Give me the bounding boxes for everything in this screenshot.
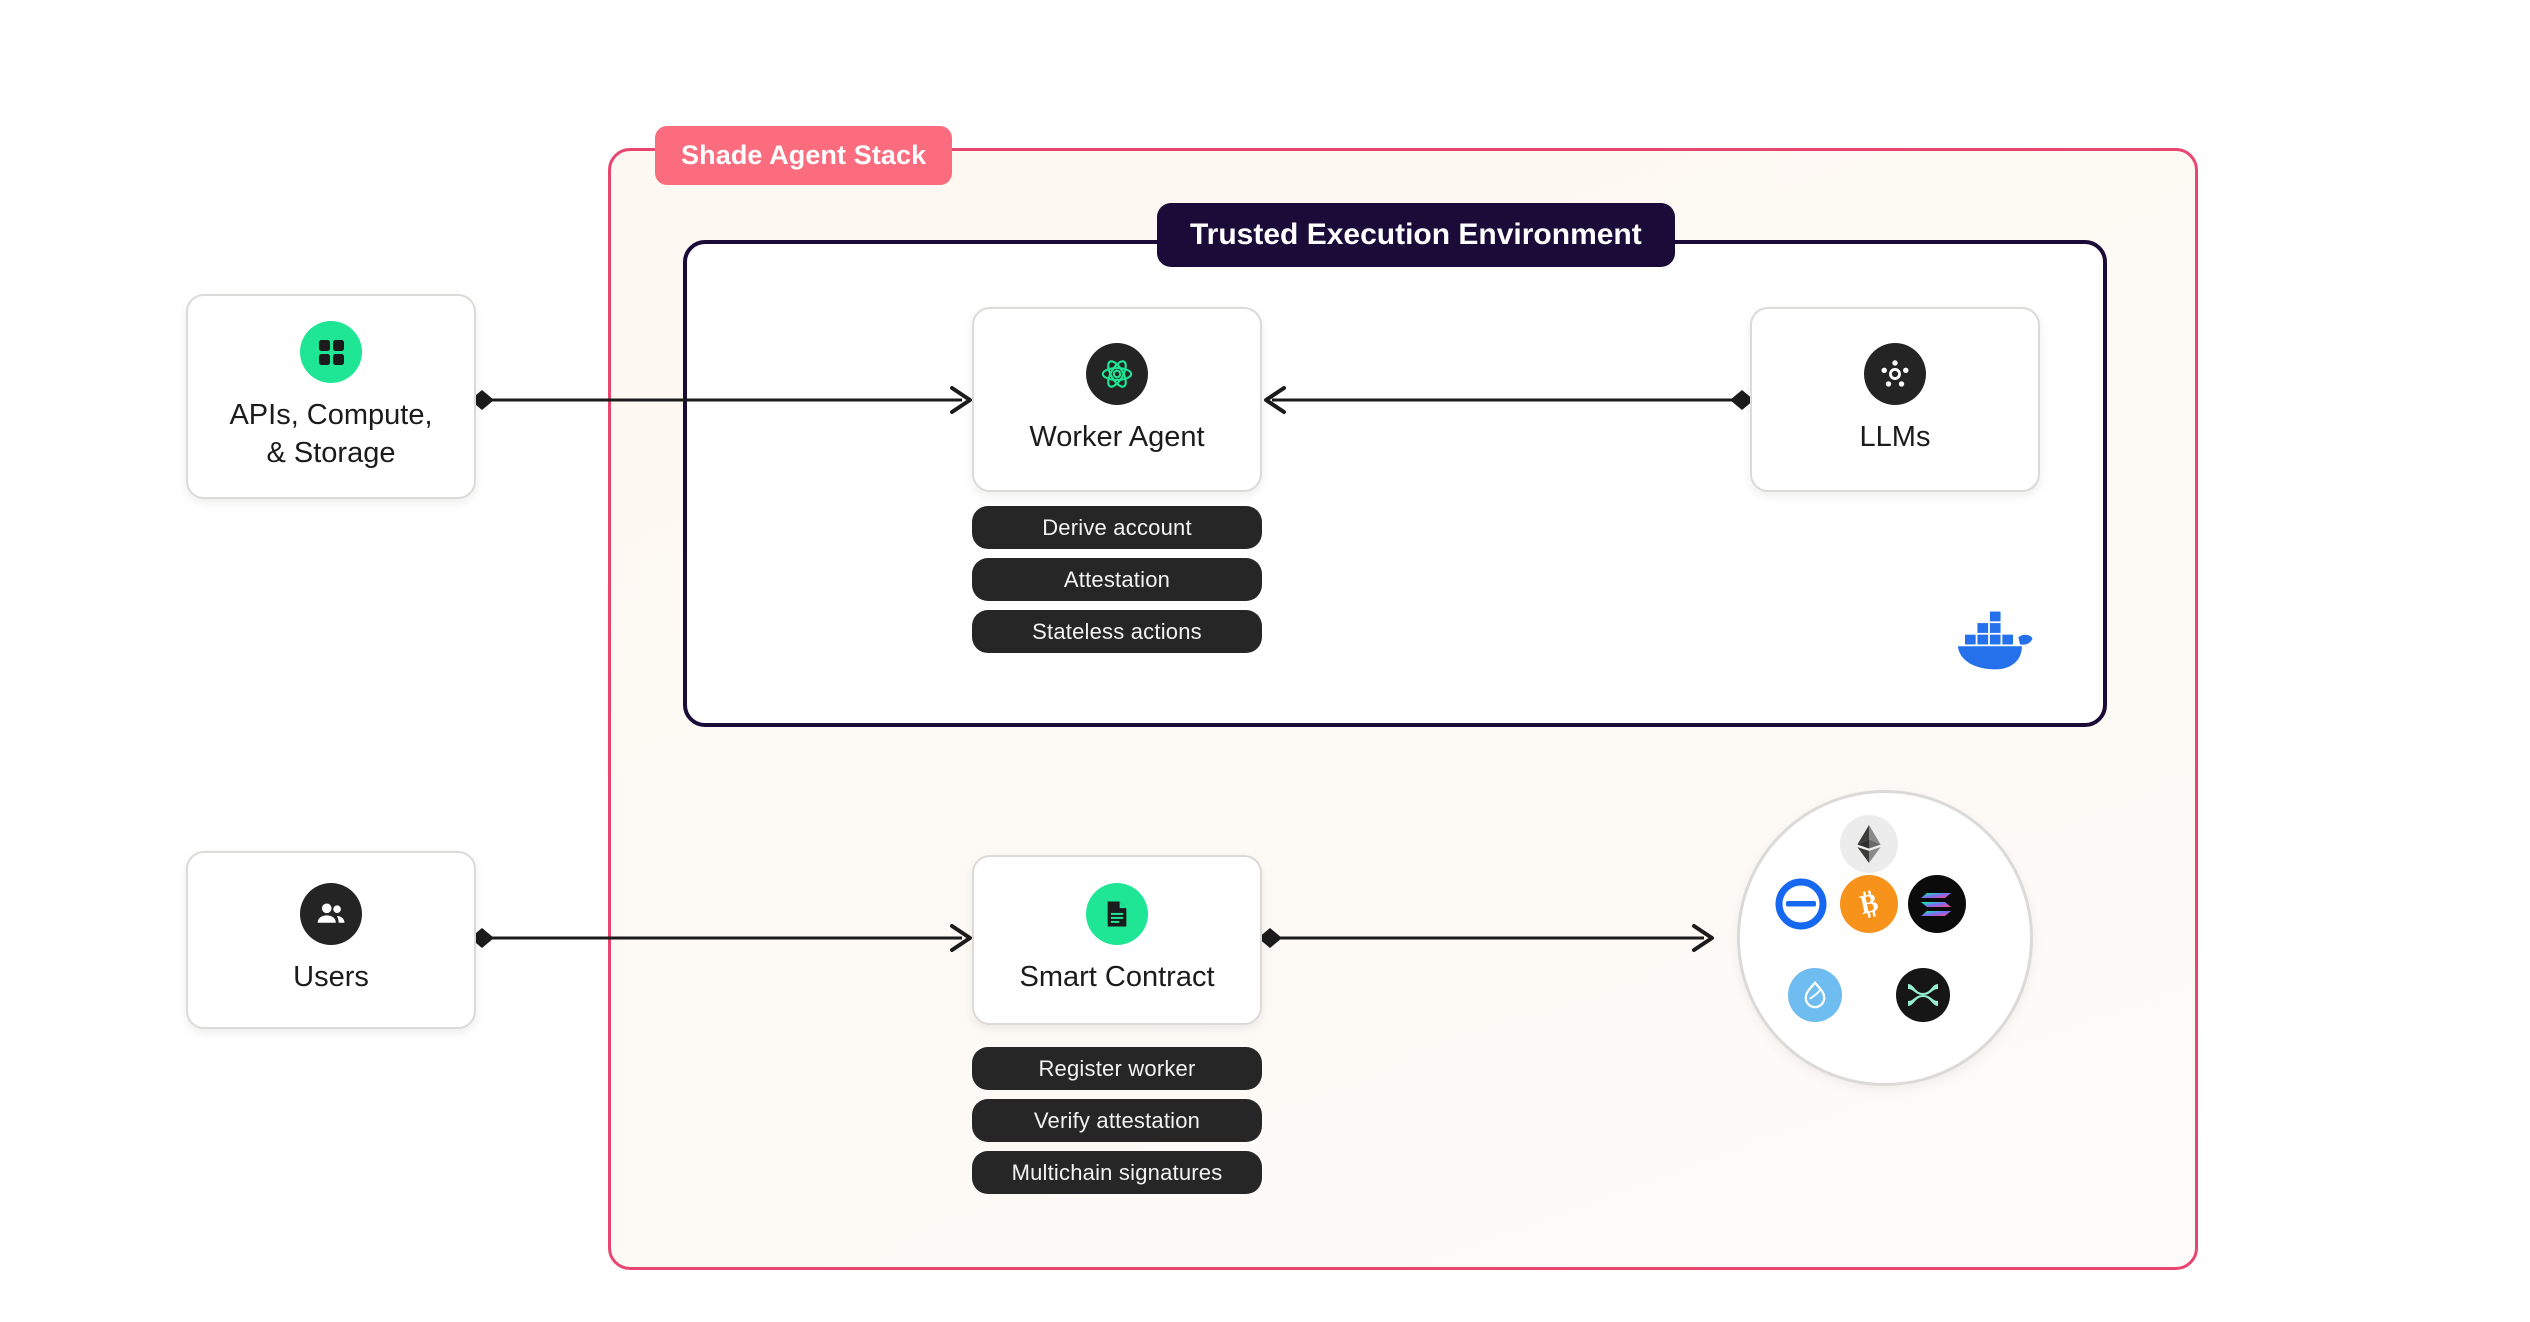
node-label: Smart Contract — [1019, 961, 1215, 994]
trusted-execution-environment-label: Trusted Execution Environment — [1157, 203, 1675, 267]
node-label: APIs, Compute, & Storage — [229, 397, 432, 471]
node-label: Worker Agent — [1029, 420, 1205, 453]
node-users[interactable]: Users — [186, 851, 476, 1029]
atom-icon — [1086, 342, 1148, 405]
bitcoin-icon[interactable]: B — [1840, 875, 1898, 933]
node-label: LLMs — [1859, 420, 1931, 453]
model-nodes-icon — [1864, 342, 1926, 405]
document-icon — [1086, 883, 1148, 946]
pill-register-worker[interactable]: Register worker — [972, 1047, 1262, 1090]
near-icon[interactable] — [1772, 875, 1830, 933]
supported-chains-group: B — [1737, 790, 2033, 1086]
node-smart-contract[interactable]: Smart Contract — [972, 855, 1262, 1025]
shade-agent-stack-label: Shade Agent Stack — [655, 126, 953, 185]
connector-apis-to-worker — [470, 386, 972, 414]
sui-icon[interactable] — [1788, 968, 1842, 1022]
node-label: Users — [293, 961, 369, 994]
apis-label-line2: & Storage — [266, 436, 396, 469]
connector-contract-to-chains — [1258, 924, 1714, 952]
worker-agent-capability-list: Derive account Attestation Stateless act… — [972, 506, 1262, 653]
docker-whale-icon — [1957, 611, 2033, 670]
apis-label-line1: APIs, Compute, — [229, 399, 433, 432]
grid-icon — [300, 321, 362, 384]
people-icon — [300, 883, 362, 946]
node-apis-compute-storage[interactable]: APIs, Compute, & Storage — [186, 294, 476, 499]
xrp-icon[interactable] — [1896, 968, 1950, 1022]
node-worker-agent[interactable]: Worker Agent — [972, 307, 1262, 492]
connector-users-to-contract — [470, 924, 972, 952]
svg-text:B: B — [1857, 887, 1881, 920]
pill-verify-attestation[interactable]: Verify attestation — [972, 1099, 1262, 1142]
smart-contract-capability-list: Register worker Verify attestation Multi… — [972, 1047, 1262, 1194]
pill-attestation[interactable]: Attestation — [972, 558, 1262, 601]
connector-llms-to-worker — [1264, 386, 1754, 414]
ethereum-icon[interactable] — [1840, 815, 1898, 873]
pill-stateless-actions[interactable]: Stateless actions — [972, 610, 1262, 653]
solana-icon[interactable] — [1908, 875, 1966, 933]
pill-derive-account[interactable]: Derive account — [972, 506, 1262, 549]
node-llms[interactable]: LLMs — [1750, 307, 2040, 492]
pill-multichain-signatures[interactable]: Multichain signatures — [972, 1151, 1262, 1194]
